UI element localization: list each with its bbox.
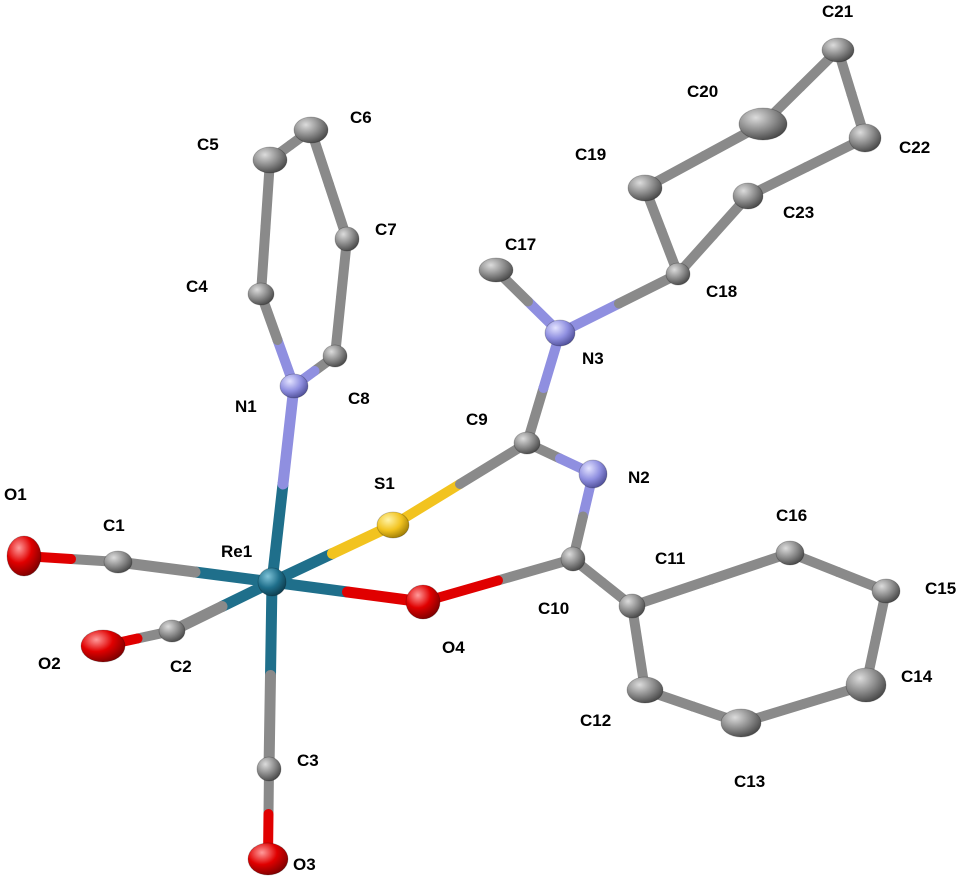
bond-C4-C5-half-1	[256, 222, 271, 299]
atom-label-C20: C20	[687, 82, 718, 101]
atom-label-N2: N2	[628, 468, 650, 487]
atom-C16	[775, 540, 805, 566]
atom-label-C16: C16	[776, 506, 807, 525]
atom-C23	[732, 182, 764, 210]
atom-C9	[513, 431, 541, 455]
atom-C8	[322, 344, 348, 368]
bond-C16-C11-half-1	[706, 548, 795, 585]
atom-O2	[80, 629, 126, 663]
atom-label-C3: C3	[297, 751, 319, 770]
atom-label-C23: C23	[783, 203, 814, 222]
atom-C21	[821, 37, 855, 63]
atom-C20	[738, 107, 788, 141]
atom-C18	[665, 262, 691, 286]
atom-label-C6: C6	[350, 108, 372, 127]
bond-Re1-N1-half-2	[277, 380, 300, 490]
atom-label-O1: O1	[4, 485, 27, 504]
atom-C3	[256, 756, 282, 782]
atom-C12	[626, 676, 664, 704]
atom-label-C22: C22	[899, 138, 930, 157]
atom-label-O2: O2	[38, 654, 61, 673]
bond-C16-C11-half-2	[627, 574, 716, 611]
atom-C2	[158, 619, 186, 643]
atom-label-C7: C7	[375, 220, 397, 239]
atom-C11	[618, 593, 646, 619]
atom-label-C13: C13	[734, 772, 765, 791]
atom-label-C5: C5	[197, 135, 219, 154]
atom-N3	[544, 319, 576, 347]
atom-label-N1: N1	[235, 397, 257, 416]
atom-S1	[376, 511, 410, 539]
atom-label-C2: C2	[170, 657, 192, 676]
atom-C22	[848, 123, 882, 153]
bond-C10-O4-half-1	[493, 554, 578, 586]
bonds-layer	[19, 45, 891, 864]
bond-Re1-N1-half-1	[266, 478, 289, 588]
atom-C17	[478, 257, 514, 283]
atom-label-S1: S1	[374, 474, 395, 493]
atom-label-C10: C10	[538, 599, 569, 618]
atom-C13	[720, 708, 762, 738]
atom-label-O4: O4	[442, 638, 465, 657]
atom-label-C21: C21	[822, 2, 853, 21]
atom-O3	[247, 842, 289, 876]
atom-label-C4: C4	[186, 277, 208, 296]
atom-label-C8: C8	[348, 389, 370, 408]
atom-label-C15: C15	[925, 579, 956, 598]
atom-C5	[252, 146, 288, 174]
atom-C10	[560, 546, 586, 572]
atom-C15	[871, 578, 901, 604]
atom-label-C11: C11	[655, 549, 685, 568]
atom-label-Re1: Re1	[221, 542, 252, 561]
atom-O1	[6, 535, 42, 577]
atom-label-C17: C17	[505, 235, 536, 254]
atom-C19	[627, 174, 663, 202]
atom-N2	[578, 459, 608, 489]
atom-O4	[405, 584, 441, 620]
bond-Re1-C3-half-1	[265, 576, 278, 681]
atom-C1	[103, 550, 133, 574]
atom-label-C12: C12	[580, 711, 611, 730]
atom-C14	[845, 667, 887, 703]
atom-label-C1: C1	[103, 516, 125, 535]
atom-label-C14: C14	[901, 667, 933, 686]
atom-C7	[334, 226, 360, 252]
atom-C6	[293, 116, 329, 144]
bond-S1-C9-half-2	[455, 438, 532, 489]
atoms-layer	[6, 37, 901, 876]
atom-label-C18: C18	[706, 282, 737, 301]
atom-label-N3: N3	[582, 349, 604, 368]
atom-N1	[279, 373, 309, 399]
atom-C4	[247, 282, 275, 306]
bond-Re1-C3-half-2	[263, 670, 276, 775]
atom-label-C9: C9	[466, 410, 488, 429]
atom-label-C19: C19	[575, 145, 606, 164]
atom-Re1	[257, 567, 287, 597]
atom-label-O3: O3	[293, 855, 316, 874]
